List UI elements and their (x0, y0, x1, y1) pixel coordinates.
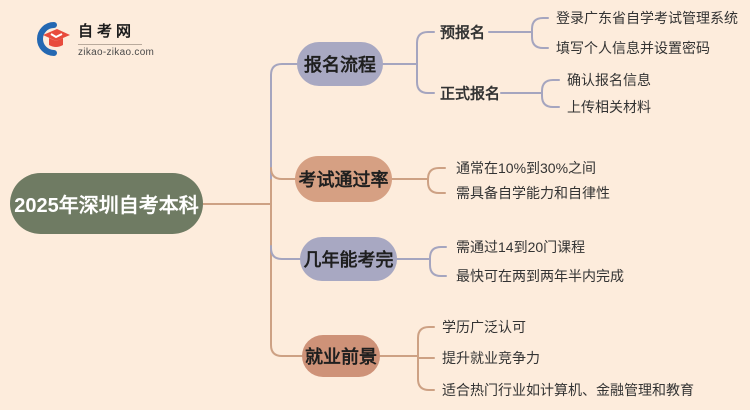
subtopic-pre-registration: 预报名 (440, 24, 486, 42)
branch-topic-years-to-finish: 几年能考完 (300, 237, 397, 281)
leaf-login-system: 登录广东省自学考试管理系统 (556, 10, 738, 26)
leaf-pass-rate-range: 通常在10%到30%之间 (456, 160, 597, 176)
leaf-degree-recognized: 学历广泛认可 (442, 319, 526, 335)
branch-topic-pass-rate: 考试通过率 (295, 156, 392, 202)
subtopic-formal-registration: 正式报名 (440, 85, 501, 103)
graduation-cap-icon (37, 22, 70, 56)
leaf-upload-materials: 上传相关材料 (567, 99, 651, 115)
site-logo: 自考网 zikao-zikao.com (30, 20, 154, 58)
logo-divider (78, 44, 142, 45)
leaf-hot-industries: 适合热门行业如计算机、金融管理和教育 (442, 382, 694, 398)
site-url: zikao-zikao.com (78, 47, 155, 58)
logo-text: 自考网 zikao-zikao.com (78, 20, 154, 58)
leaf-self-discipline: 需具备自学能力和自律性 (456, 185, 610, 201)
leaf-fill-info: 填写个人信息并设置密码 (556, 40, 710, 56)
leaf-course-count: 需通过14到20门课程 (456, 239, 586, 255)
site-name: 自考网 (78, 23, 136, 40)
branch-topic-job-prospects: 就业前景 (302, 335, 380, 377)
leaf-confirm-info: 确认报名信息 (567, 72, 651, 88)
leaf-fastest-completion: 最快可在两到两年半内完成 (456, 268, 624, 284)
root-topic: 2025年深圳自考本科 (10, 173, 203, 234)
branch-topic-registration-process: 报名流程 (297, 42, 383, 86)
leaf-competitiveness: 提升就业竞争力 (442, 350, 540, 366)
